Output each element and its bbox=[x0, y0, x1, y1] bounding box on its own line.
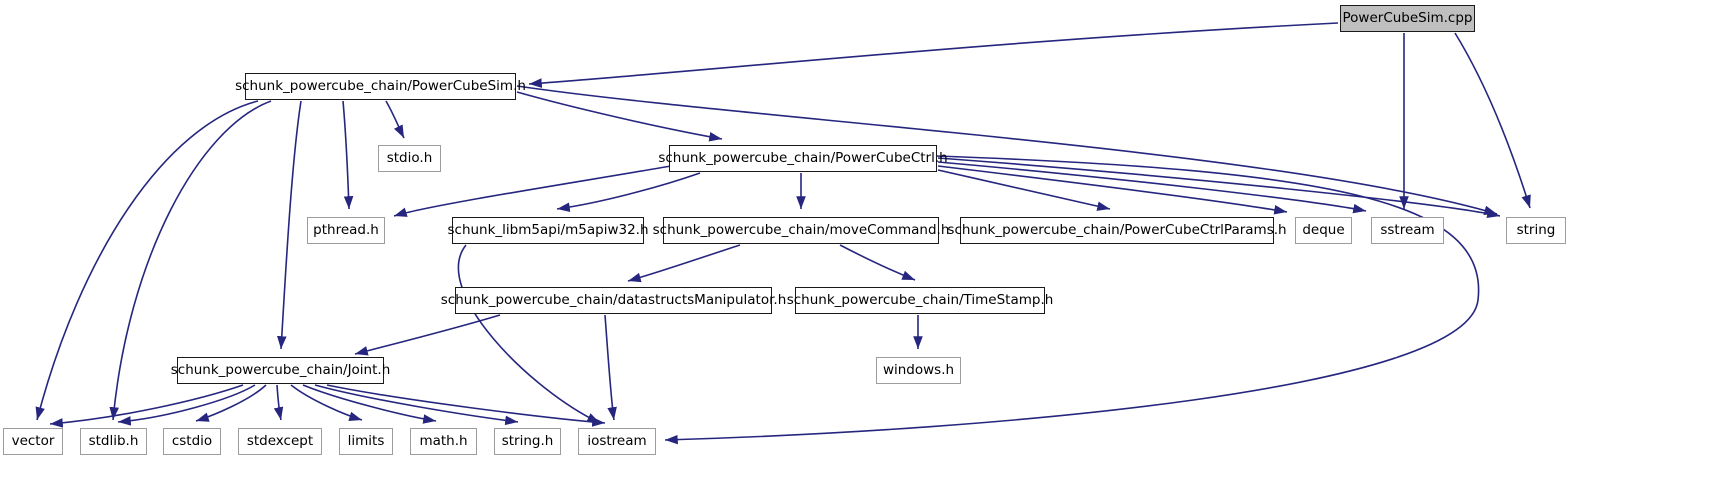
edge-ctrl-to-iostream bbox=[664, 155, 1480, 445]
node-schunk-powercube-chain-powercubesim-h[interactable]: schunk_powercube_chain/PowerCubeSim.h bbox=[235, 73, 526, 100]
edge-ctrl-to-ctrlparams bbox=[937, 169, 1111, 211]
node-deque[interactable]: deque bbox=[1295, 217, 1352, 244]
node-schunk-powercube-chain-timestamp-h[interactable]: schunk_powercube_chain/TimeStamp.h bbox=[787, 287, 1053, 314]
node-windows-h[interactable]: windows.h bbox=[876, 357, 961, 384]
node-schunk-libm5api-m5apiw32-h[interactable]: schunk_libm5api/m5apiw32.h bbox=[447, 217, 649, 244]
edge-sim-to-vector bbox=[35, 100, 259, 421]
edge-ctrl-to-deque bbox=[937, 165, 1288, 215]
edge-movecommand-to-timestamp bbox=[839, 244, 916, 281]
edge-ctrl-to-string bbox=[937, 157, 1501, 218]
node-limits[interactable]: limits bbox=[339, 428, 393, 455]
node-schunk-powercube-chain-movecommand-h[interactable]: schunk_powercube_chain/moveCommand.h bbox=[653, 217, 949, 244]
edge-joint-to-limits bbox=[290, 384, 363, 421]
edge-joint-to-stdexcept bbox=[273, 384, 284, 421]
edge-ctrl-to-pthread bbox=[393, 165, 672, 217]
edge-sim-to-stdio bbox=[385, 100, 405, 139]
node-schunk-powercube-chain-joint-h[interactable]: schunk_powercube_chain/Joint.h bbox=[171, 357, 390, 384]
edge-movecommand-to-datastructs bbox=[627, 244, 741, 283]
edge-datastructs-to-iostream bbox=[604, 314, 617, 421]
edge-joint-to-mathh bbox=[302, 384, 437, 424]
edge-sim-to-pthread bbox=[342, 100, 354, 210]
edge-sim-to-joint bbox=[277, 100, 302, 350]
edge-sim-to-stdlib bbox=[109, 100, 272, 421]
edge-sim-to-ctrl bbox=[516, 91, 723, 142]
edge-joint-to-stdlib bbox=[117, 384, 256, 426]
node-stdio-h[interactable]: stdio.h bbox=[378, 145, 441, 172]
edge-ctrl-to-sstream bbox=[937, 161, 1367, 214]
edge-root-to-powercubesim-h bbox=[528, 22, 1339, 88]
node-stdexcept[interactable]: stdexcept bbox=[238, 428, 322, 455]
edge-m5apiw32-to-iostream bbox=[457, 244, 601, 424]
node-schunk-powercube-chain-datastructsmanipulator-h[interactable]: schunk_powercube_chain/datastructsManipu… bbox=[441, 287, 786, 314]
edge-joint-to-cstdio bbox=[195, 384, 267, 422]
node-cstdio[interactable]: cstdio bbox=[163, 428, 221, 455]
edge-joint-to-iostream bbox=[326, 384, 606, 427]
node-iostream[interactable]: iostream bbox=[578, 428, 656, 455]
node-sstream[interactable]: sstream bbox=[1371, 217, 1444, 244]
edge-joint-to-vector bbox=[49, 384, 244, 428]
edge-joint-to-stringh bbox=[314, 384, 519, 426]
node-powercubesim-cpp[interactable]: PowerCubeSim.cpp bbox=[1340, 5, 1475, 32]
edge-root-to-string bbox=[1454, 32, 1531, 209]
node-stdlib-h[interactable]: stdlib.h bbox=[80, 428, 147, 455]
node-math-h[interactable]: math.h bbox=[410, 428, 477, 455]
node-schunk-powercube-chain-powercubectrl-h[interactable]: schunk_powercube_chain/PowerCubeCtrl.h bbox=[658, 145, 948, 172]
node-schunk-powercube-chain-powercubectrlparams-h[interactable]: schunk_powercube_chain/PowerCubeCtrlPara… bbox=[947, 217, 1287, 244]
node-string-h[interactable]: string.h bbox=[494, 428, 561, 455]
edge-ctrl-to-m5apiw32 bbox=[556, 172, 701, 212]
edge-datastructs-to-joint bbox=[354, 314, 501, 356]
node-vector[interactable]: vector bbox=[3, 428, 63, 455]
edge-sim-to-string bbox=[516, 85, 1498, 215]
node-pthread-h[interactable]: pthread.h bbox=[307, 217, 385, 244]
node-string[interactable]: string bbox=[1506, 217, 1566, 244]
